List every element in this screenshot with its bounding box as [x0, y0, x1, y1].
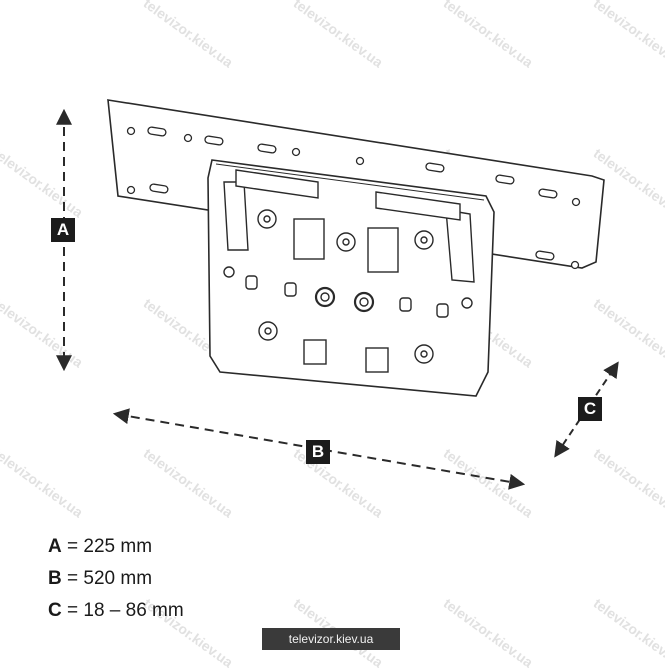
dimension-b-badge: B [306, 440, 330, 464]
legend-row-c: C = 18 – 86 mm [48, 595, 184, 627]
legend-key: C [48, 600, 62, 621]
legend-value: 225 mm [83, 536, 153, 557]
tv-bracket [207, 159, 495, 397]
tv-bracket-details [223, 209, 473, 373]
dimension-b-line [112, 408, 526, 490]
dimension-c-badge: C [578, 397, 602, 421]
wall-plate-slots [126, 126, 581, 270]
legend-key: A [48, 536, 62, 557]
legend-row-a: A = 225 mm [48, 531, 184, 563]
legend-value: 18 – 86 mm [83, 600, 184, 621]
legend-eq: = [61, 600, 84, 621]
legend-row-b: B = 520 mm [48, 563, 184, 595]
dimension-legend: A = 225 mm B = 520 mm C = 18 – 86 mm [48, 531, 184, 627]
dimension-a-badge: A [51, 218, 75, 242]
legend-eq: = [61, 536, 84, 557]
legend-value: 520 mm [83, 568, 153, 589]
legend-key: B [48, 568, 62, 589]
footer-site-tag: televizor.kiev.ua [262, 628, 400, 650]
tv-bracket-hooks [223, 169, 475, 283]
legend-eq: = [61, 568, 84, 589]
